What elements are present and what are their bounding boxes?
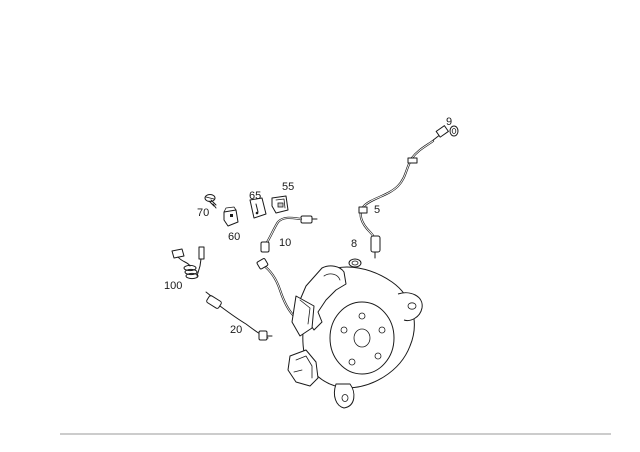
- part-20-wear-sensor-cable[interactable]: [205, 291, 273, 341]
- label-part-100: 100: [164, 280, 182, 292]
- part-8-o-ring[interactable]: [348, 258, 362, 268]
- label-part-65: 65: [249, 190, 261, 202]
- label-part-9: 9: [446, 116, 452, 128]
- part-70-screw[interactable]: [204, 194, 217, 209]
- part-100-coiled-cable[interactable]: [171, 246, 205, 280]
- part-9-sensor-connector[interactable]: [431, 125, 459, 142]
- label-part-5: 5: [374, 204, 380, 216]
- label-part-10: 10: [279, 237, 291, 249]
- part-60-holder[interactable]: [223, 206, 239, 227]
- label-part-20: 20: [230, 324, 242, 336]
- label-part-70: 70: [197, 207, 209, 219]
- label-part-60: 60: [228, 231, 240, 243]
- part-5-sensor-cable[interactable]: [358, 139, 435, 259]
- brake-disc-assembly: [256, 258, 423, 409]
- label-part-55: 55: [282, 181, 294, 193]
- part-55-bracket[interactable]: [271, 195, 289, 214]
- part-65-clip[interactable]: [249, 197, 267, 219]
- label-part-8: 8: [351, 238, 357, 250]
- part-10-wear-sensor[interactable]: [260, 215, 318, 253]
